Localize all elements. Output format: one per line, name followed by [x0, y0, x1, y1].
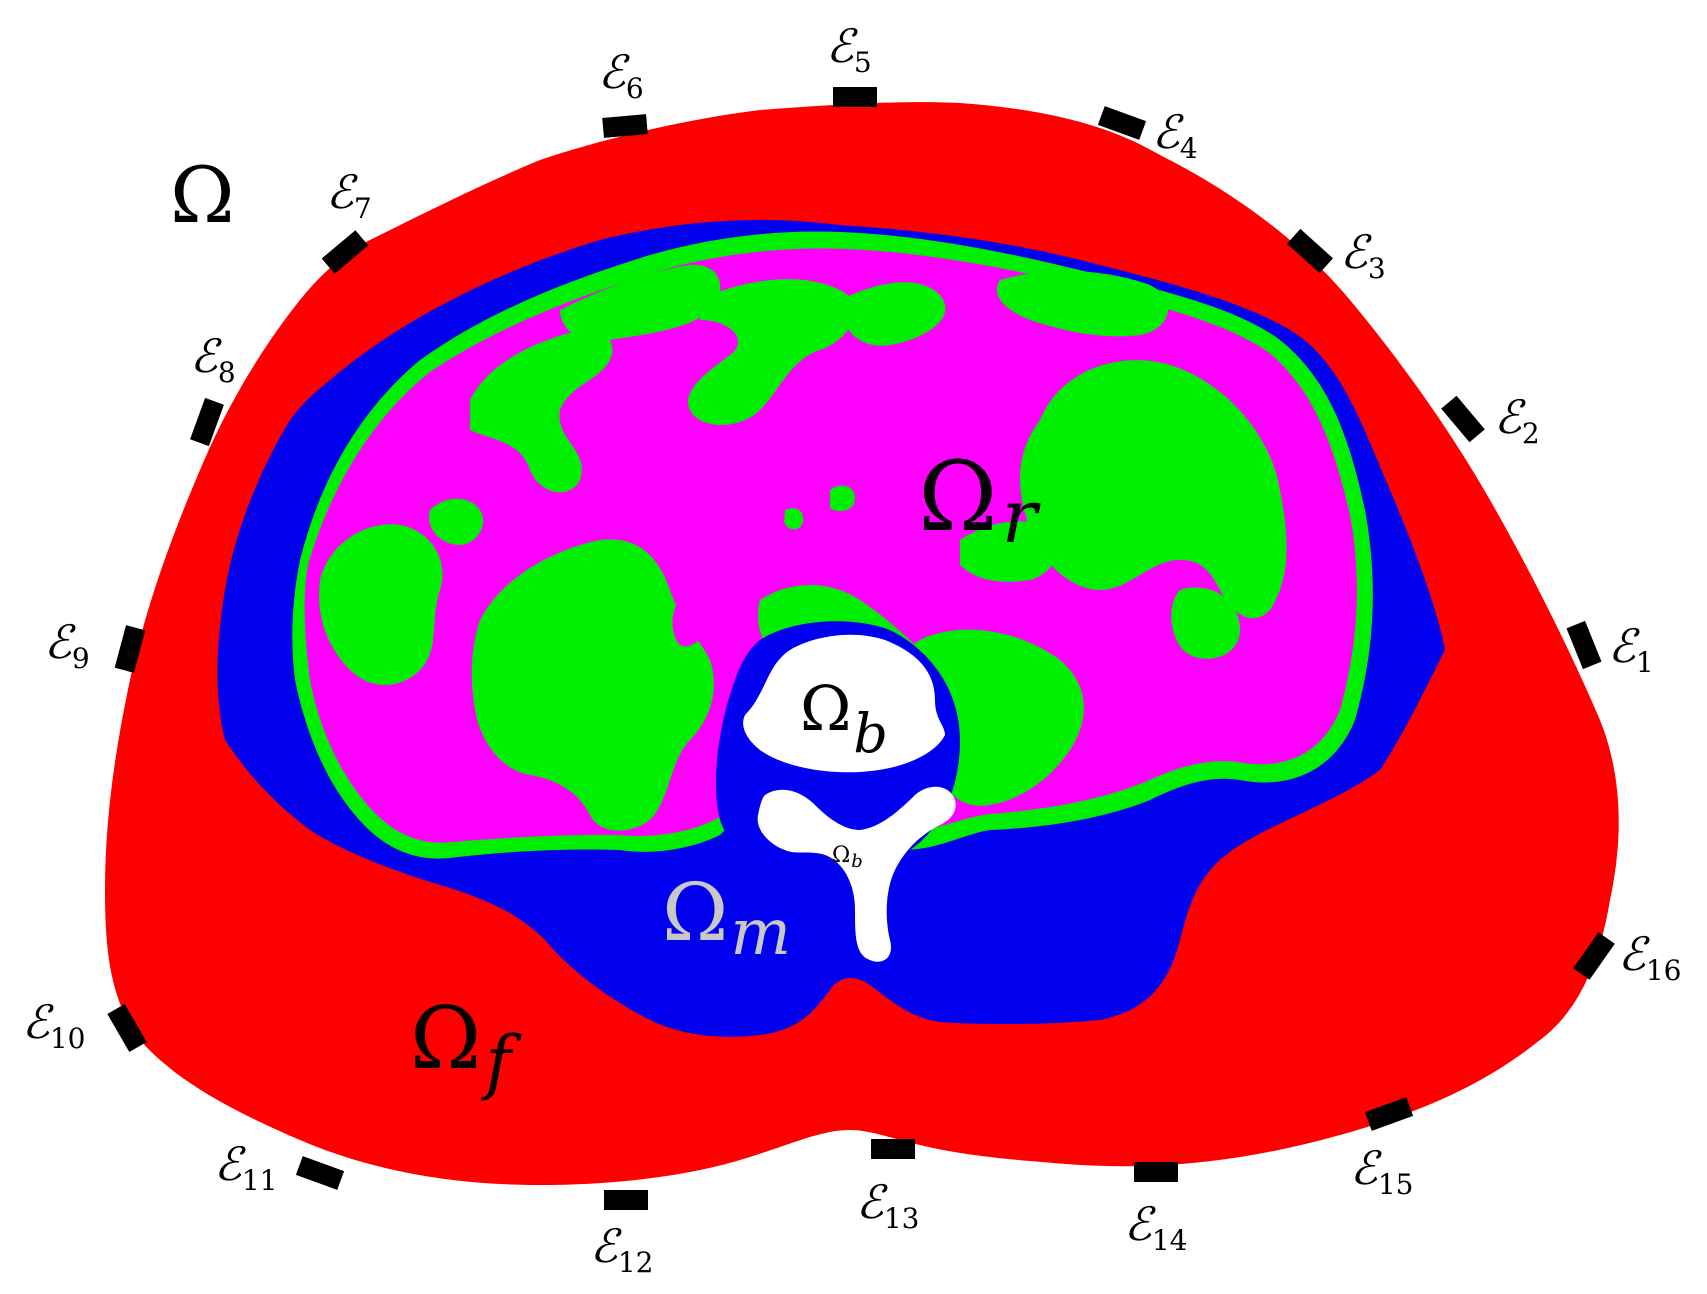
inclusion-upper-mid — [560, 264, 721, 341]
electrode-label-15-sym: ℰ — [1350, 1141, 1382, 1195]
electrode-label-7-sub: 7 — [354, 192, 372, 225]
label-omega-b-base: Ω — [800, 672, 851, 745]
label-omega-b: Ωb — [800, 672, 888, 765]
electrode-label-13-sub: 13 — [884, 1202, 920, 1235]
electrode-14 — [1134, 1162, 1178, 1182]
electrode-label-14: ℰ14 — [1124, 1197, 1188, 1257]
electrode-label-5-sub: 5 — [854, 46, 872, 79]
inclusion-dot-2 — [784, 508, 804, 530]
electrode-label-15-sub: 15 — [1378, 1168, 1414, 1201]
electrode-3 — [1286, 228, 1334, 274]
inclusion-upper-left — [470, 329, 613, 493]
label-omega-r-sub: r — [1002, 474, 1042, 560]
electrode-label-4: ℰ4 — [1152, 105, 1198, 165]
electrode-label-1-sym: ℰ — [1608, 619, 1640, 673]
electrode-label-9-sub: 9 — [72, 642, 90, 675]
electrode-label-15: ℰ15 — [1350, 1141, 1414, 1201]
electrode-9 — [114, 625, 146, 673]
bone-vertebral-arch — [757, 786, 956, 962]
label-omega-b-sub: b — [853, 702, 888, 765]
bone-vertebral-body — [743, 634, 945, 773]
electrode-label-10-sub: 10 — [50, 1022, 86, 1055]
electrode-2 — [1441, 395, 1485, 443]
electrode-label-12-sym: ℰ — [590, 1219, 622, 1273]
electrode-1 — [1566, 620, 1602, 670]
electrode-13 — [871, 1139, 915, 1159]
electrode-label-9-sym: ℰ — [44, 615, 76, 669]
electrode-10 — [107, 1003, 147, 1053]
electrode-label-7-sym: ℰ — [326, 165, 358, 219]
electrode-label-10: ℰ10 — [22, 995, 86, 1055]
electrode-15 — [1364, 1097, 1414, 1131]
electrode-8 — [190, 397, 224, 447]
electrode-11 — [295, 1156, 345, 1190]
electrode-label-4-sub: 4 — [1180, 132, 1198, 165]
electrode-labels: ℰ1 ℰ2 ℰ3 ℰ4 ℰ5 ℰ6 ℰ7 ℰ8 ℰ9 ℰ10 ℰ11 ℰ12 ℰ… — [22, 19, 1682, 1279]
inclusion-upper-center — [688, 279, 855, 425]
electrode-label-2-sym: ℰ — [1494, 390, 1526, 444]
label-omega-f-base: Ω — [410, 989, 481, 1089]
electrode-16 — [1573, 932, 1615, 980]
electrode-label-10-sym: ℰ — [22, 995, 54, 1049]
label-omega: Ω — [170, 151, 235, 241]
electrode-label-2-sub: 2 — [1522, 417, 1540, 450]
label-omega-b-small-base: Ω — [832, 843, 850, 868]
electrode-12 — [604, 1190, 648, 1210]
label-omega-m-base: Ω — [662, 866, 728, 959]
label-omega-r-base: Ω — [918, 441, 998, 553]
electrode-label-14-sym: ℰ — [1124, 1197, 1156, 1251]
electrode-label-6: ℰ6 — [598, 45, 644, 105]
electrode-label-13-sym: ℰ — [856, 1175, 888, 1229]
electrode-label-9: ℰ9 — [44, 615, 90, 675]
electrode-label-16-sub: 16 — [1646, 954, 1682, 987]
electrode-label-1-sub: 1 — [1636, 646, 1654, 679]
electrode-label-3: ℰ3 — [1340, 225, 1386, 285]
electrode-4 — [1097, 106, 1147, 140]
electrode-label-12: ℰ12 — [590, 1219, 654, 1279]
electrode-label-14-sub: 14 — [1152, 1224, 1188, 1257]
electrodes — [107, 87, 1615, 1210]
electrode-label-3-sym: ℰ — [1340, 225, 1372, 279]
electrode-label-11-sym: ℰ — [214, 1137, 246, 1191]
electrode-label-11: ℰ11 — [214, 1137, 278, 1197]
electrode-label-6-sub: 6 — [626, 72, 644, 105]
electrode-5 — [833, 87, 877, 107]
electrode-label-5-sym: ℰ — [826, 19, 858, 73]
inclusion-left — [319, 524, 443, 685]
electrode-label-13: ℰ13 — [856, 1175, 920, 1235]
electrode-7 — [321, 230, 369, 274]
inclusion-lower-left — [471, 539, 714, 831]
electrode-label-6-sym: ℰ — [598, 45, 630, 99]
inclusion-far-right-top — [996, 270, 1169, 337]
inclusion-right — [1020, 360, 1287, 619]
electrode-label-8-sub: 8 — [218, 356, 236, 389]
electrode-label-1: ℰ1 — [1608, 619, 1654, 679]
electrode-label-4-sym: ℰ — [1152, 105, 1184, 159]
label-omega-b-small: Ωb — [832, 843, 863, 872]
electrode-label-12-sub: 12 — [618, 1246, 654, 1279]
electrode-label-8: ℰ8 — [190, 329, 236, 389]
label-omega-m: Ωm — [662, 866, 791, 970]
electrode-label-7: ℰ7 — [326, 165, 372, 225]
electrode-label-16: ℰ16 — [1618, 927, 1682, 987]
electrode-label-5: ℰ5 — [826, 19, 872, 79]
inclusion-right-lower — [1171, 587, 1240, 659]
electrode-label-2: ℰ2 — [1494, 390, 1540, 450]
inclusion-left-small — [429, 498, 484, 545]
electrode-label-3-sub: 3 — [1368, 252, 1386, 285]
label-omega-m-sub: m — [730, 896, 791, 970]
label-omega-b-small-sub: b — [851, 851, 863, 872]
inclusion-dot-1 — [830, 485, 855, 512]
inclusion-center-right — [960, 521, 1059, 582]
inclusion-upper-right — [840, 282, 946, 346]
label-omega-r: Ωr — [918, 441, 1042, 560]
electrode-6 — [602, 114, 648, 138]
electrode-label-16-sym: ℰ — [1618, 927, 1650, 981]
electrode-label-11-sub: 11 — [242, 1164, 278, 1197]
electrode-label-8-sym: ℰ — [190, 329, 222, 383]
organ-pocket — [672, 596, 709, 647]
